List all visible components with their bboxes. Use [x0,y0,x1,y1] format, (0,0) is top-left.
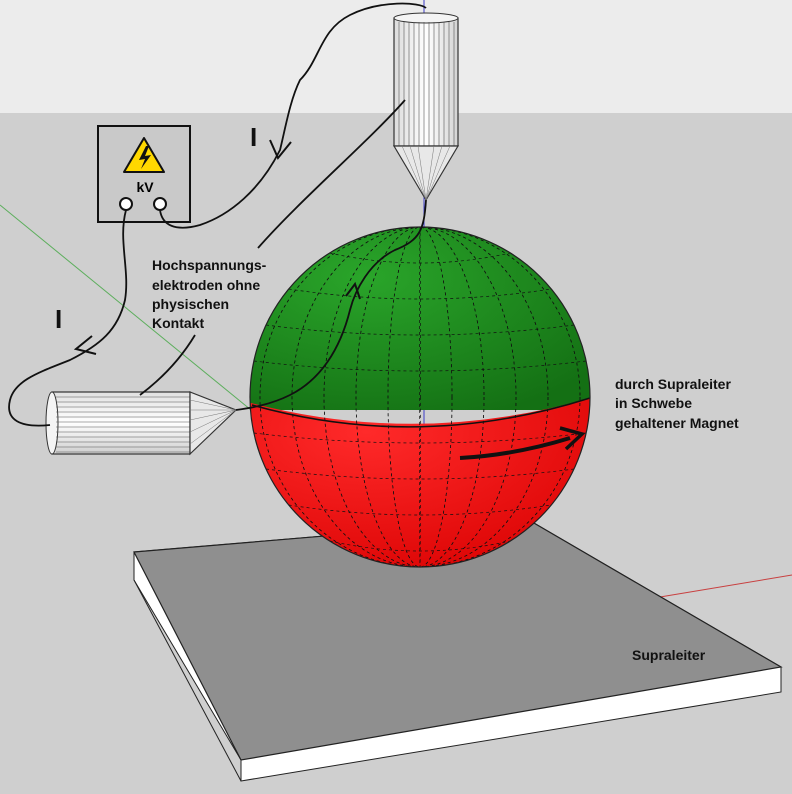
pointer-line-left [139,334,196,396]
current-symbol-left: I [55,304,62,334]
current-arrow-top [269,139,292,160]
red-axis-line [659,574,792,598]
sphere-grid-lines [253,227,587,567]
svg-text:elektroden ohne: elektroden ohne [152,277,260,293]
electrodes-label: Hochspannungs- elektroden ohne physische… [152,257,267,331]
current-path-sphere [235,199,427,411]
wire-left-electrode [8,209,128,427]
kv-label: kV [136,179,154,195]
svg-text:in Schwebe: in Schwebe [615,395,692,411]
sphere-equator [251,397,591,428]
svg-text:durch Supraleiter: durch Supraleiter [615,376,731,392]
high-voltage-source: kV [97,125,191,223]
left-electrode [45,391,238,456]
svg-text:physischen: physischen [152,296,229,312]
svg-text:Kontakt: Kontakt [152,315,204,331]
current-arrow-left [73,335,97,355]
wire-top-electrode [159,2,427,229]
top-electrode-tip [392,145,460,202]
superconductor-label: Supraleiter [632,647,706,663]
current-symbol-top: I [250,122,257,152]
rotation-arrow [459,426,586,460]
circuit-wires [8,2,427,427]
svg-text:gehaltener Magnet: gehaltener Magnet [615,415,739,431]
svg-text:Hochspannungs-: Hochspannungs- [152,257,267,273]
current-arrow-sphere [345,281,361,300]
left-electrode-body [51,391,191,455]
high-voltage-lightning-icon [123,137,165,173]
superconductor-plate [133,518,783,782]
top-electrode [392,12,460,202]
sphere-south-hemisphere [250,395,590,567]
magnet-label: durch Supraleiter in Schwebe gehaltener … [615,376,739,431]
pointer-line-top [257,99,406,249]
terminal-right [153,197,167,211]
top-electrode-body [393,17,459,147]
terminal-left [119,197,133,211]
